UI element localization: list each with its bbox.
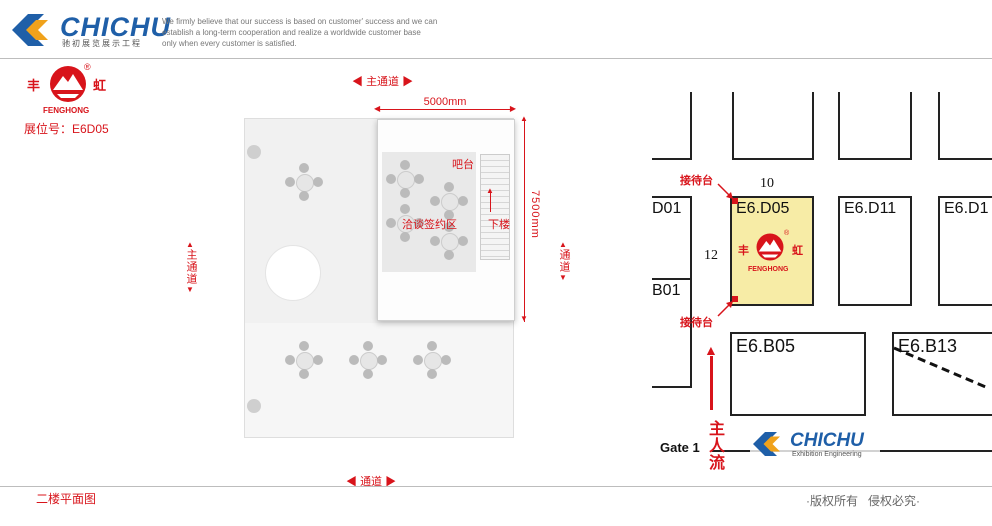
brand-subtitle: 驰初展览展示工程 — [62, 39, 142, 48]
lower-extension — [245, 323, 513, 437]
gate-label: Gate 1 — [660, 440, 700, 454]
map-booth-e6d11-label: E6.D11 — [844, 200, 897, 217]
map-booth-e6d1x-label: E6.D1 — [944, 200, 989, 217]
floor-title: 二楼平面图 — [36, 492, 97, 506]
bar-label: 吧台 — [452, 159, 474, 171]
floor-plan-booth: 吧台 洽谈签约区 ▲ 下楼 — [244, 118, 515, 438]
client-char-left: 丰 — [27, 78, 41, 93]
reception-marker-top — [732, 198, 738, 204]
table-set — [386, 160, 424, 198]
client-name-en: FENGHONG — [43, 106, 90, 115]
map-booth-d01 — [652, 196, 692, 280]
depth-dimension: ▲ ▼ 7500mm — [520, 114, 541, 323]
map-client-logo: 丰 ® 虹 FENGHONG — [738, 230, 803, 273]
header-divider — [0, 58, 992, 59]
crowd-flow-label: 主人流 — [706, 420, 723, 471]
table-set — [349, 341, 387, 379]
footer-divider — [0, 486, 992, 487]
reception-marker-bottom — [732, 296, 738, 302]
map-number-12: 12 — [704, 248, 718, 263]
reception-arrow-icon — [717, 183, 733, 199]
table-set — [386, 204, 424, 242]
map-booth-e6b05-label: E6.B05 — [736, 336, 796, 356]
map-booth-top — [938, 92, 992, 160]
header: CHICHU 驰初展览展示工程 We firmly believe that o… — [0, 0, 992, 58]
chichu-logo-icon — [12, 14, 48, 46]
plant-decor-icon — [247, 399, 261, 413]
slogan: We firmly believe that our success is ba… — [162, 17, 438, 48]
aisle-bottom-label: ◀ 通道 ▶ — [346, 476, 397, 488]
map-booth-top — [838, 92, 912, 160]
fenghong-emblem-icon — [50, 66, 86, 102]
registered-mark: ® — [84, 62, 91, 72]
main-aisle-left: ▲ 主通道 ▼ — [185, 240, 197, 294]
map-booth-e6d05-label: E6.D05 — [736, 200, 790, 217]
reception-label-top: 接待台 — [680, 175, 713, 187]
width-dimension: 5000mm ◀ ▶ — [374, 96, 516, 113]
round-display — [265, 245, 321, 301]
map-booth-d01-label: D01 — [652, 200, 682, 217]
reception-label-bottom: 接待台 — [680, 317, 713, 329]
copyright-text: ·版权所有 侵权必究· — [806, 494, 920, 508]
stairs-arrowhead-icon: ▲ — [486, 186, 494, 195]
map-number-10: 10 — [760, 176, 774, 191]
client-logo: 丰 ® 虹 FENGHONG — [25, 62, 115, 120]
table-set — [285, 163, 323, 201]
crowd-flow-arrow-icon: ▲ — [703, 342, 719, 410]
map-booth-e6b05 — [730, 332, 866, 416]
staircase — [480, 154, 510, 260]
chichu-logo-icon — [753, 432, 780, 456]
stairs-down-label: 下楼 — [488, 219, 510, 231]
main-aisle-top-label: ◀ 主通道 ▶ — [352, 76, 414, 88]
table-set — [430, 222, 468, 260]
booth-number: 展位号：E6D05 — [24, 122, 109, 136]
map-booth-e6d11 — [838, 196, 912, 306]
map-booth-top — [652, 92, 692, 160]
client-char-right: 虹 — [93, 78, 107, 93]
reception-arrow-icon — [717, 301, 733, 317]
negotiation-area — [382, 152, 476, 272]
map-booth-b01 — [652, 278, 692, 388]
table-set — [413, 341, 451, 379]
negotiation-label: 洽谈签约区 — [402, 219, 457, 231]
plant-decor-icon — [247, 145, 261, 159]
stairs-arrow-icon — [490, 192, 491, 212]
map-booth-e6b13-label: E6.B13 — [898, 336, 958, 356]
map-brand-watermark: CHICHU Exhibition Engineering — [750, 428, 880, 462]
upper-floor-room: 吧台 洽谈签约区 ▲ 下楼 — [377, 119, 515, 321]
map-booth-e6b13 — [892, 332, 992, 416]
table-set — [430, 182, 468, 220]
map-booth-e6d1x — [938, 196, 992, 306]
map-booth-top — [732, 92, 814, 160]
map-booth-e6d05[interactable] — [730, 196, 814, 306]
location-map: D01 B01 E6.D05 丰 ® 虹 FENGHONG E6.D11 E6.… — [652, 92, 992, 454]
dashed-route-line — [893, 346, 989, 390]
fenghong-emblem-icon — [756, 233, 784, 261]
aisle-right: ▲ 通道 ▼ — [558, 240, 570, 282]
table-set — [285, 341, 323, 379]
map-booth-b01-label: B01 — [652, 282, 681, 299]
brand-name: CHICHU — [60, 12, 171, 42]
